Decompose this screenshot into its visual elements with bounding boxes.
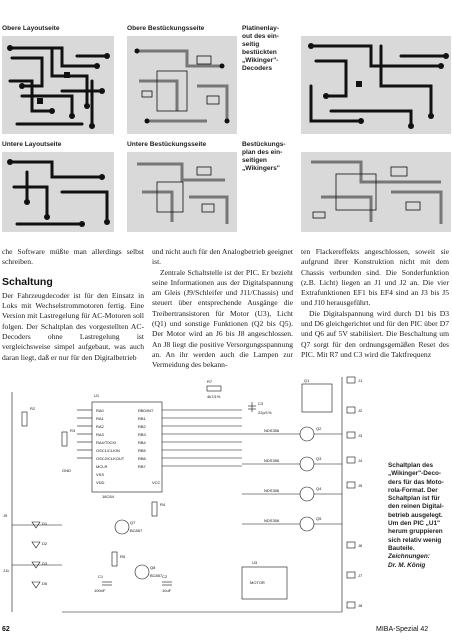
col2-p2: Zentrale Schaltstelle ist der PIC. Er be… bbox=[152, 267, 293, 370]
label-rb1: RB1 bbox=[138, 416, 147, 421]
caption-top-layout: Obere Layoutseite bbox=[2, 25, 60, 32]
label-r4: R4 bbox=[160, 502, 166, 507]
col2-p1: und nicht auch für den Analogbetrieb gee… bbox=[152, 247, 293, 267]
label-r2: R2 bbox=[30, 406, 36, 411]
col1-intro: che Software müßte man allerdings selbst… bbox=[2, 247, 144, 267]
label-vcc: VCC bbox=[152, 480, 161, 485]
label-d6: D6 bbox=[42, 581, 48, 586]
magazine-name: MIBA-Spezial 42 bbox=[376, 626, 429, 633]
label-nds-4: NDS356 bbox=[264, 518, 280, 523]
label-q8-type: BC857 bbox=[150, 573, 163, 578]
col3-p2: Die Digitalspannung wird durch D1 bis D3… bbox=[301, 308, 449, 359]
article-column-3: ten Flackereffekts angeschlossen, soweit… bbox=[301, 247, 449, 360]
page-number: 62 bbox=[2, 626, 10, 633]
label-c1-value: 100nF bbox=[94, 588, 106, 593]
pcb-image-plan bbox=[301, 152, 451, 232]
label-q3: Q3 bbox=[316, 456, 322, 461]
col1-text: Der Fahrzeugdecoder ist für den Einsatz … bbox=[2, 290, 144, 362]
caption-platine: Platinenlay-out des ein-seitig bestückte… bbox=[242, 25, 280, 72]
label-u1: U1 bbox=[94, 393, 100, 398]
label-osc1: OSC1/CLKIN bbox=[96, 448, 120, 453]
label-j11: J11 bbox=[3, 568, 10, 573]
label-rb6: RB6 bbox=[138, 456, 147, 461]
label-rb3: RB3 bbox=[138, 432, 147, 437]
label-q7-type: BC857 bbox=[130, 528, 143, 533]
label-d1: D1 bbox=[42, 521, 48, 526]
label-rb7: RB7 bbox=[138, 464, 147, 469]
pcb-image-top-components bbox=[127, 36, 237, 134]
label-vss: VSS bbox=[96, 472, 104, 477]
article-column-1: che Software müßte man allerdings selbst… bbox=[2, 247, 144, 363]
label-j1: J1 bbox=[358, 378, 363, 383]
label-rb0: RB0/INT bbox=[138, 408, 154, 413]
label-rb4: RB4 bbox=[138, 440, 147, 445]
label-ra1: RA1 bbox=[96, 416, 105, 421]
label-c2: C2 bbox=[162, 574, 168, 579]
article-column-2: und nicht auch für den Analogbetrieb gee… bbox=[152, 247, 293, 371]
label-d2: D2 bbox=[42, 541, 48, 546]
label-mclr: MCLR bbox=[96, 464, 107, 469]
label-ra2: RA2 bbox=[96, 424, 105, 429]
credit-label: Zeichnungen: bbox=[388, 553, 430, 561]
label-c3-value: 22p/1% bbox=[258, 410, 272, 415]
label-r3: R3 bbox=[70, 428, 76, 433]
label-q5: Q5 bbox=[316, 516, 322, 521]
label-gnd: GND bbox=[62, 468, 71, 473]
label-pic: 16C84 bbox=[102, 494, 115, 499]
label-j3: J3 bbox=[358, 433, 363, 438]
label-j7: J7 bbox=[358, 573, 363, 578]
label-u3: U3 bbox=[252, 560, 258, 565]
pic-u1-box bbox=[91, 401, 163, 493]
credit-name: Dr. M. König bbox=[388, 561, 426, 569]
label-ra0: RA0 bbox=[96, 408, 105, 413]
label-q4: Q4 bbox=[316, 486, 322, 491]
label-rb5: RB5 bbox=[138, 448, 147, 453]
label-rb2: RB2 bbox=[138, 424, 147, 429]
label-nds-1: NDS356 bbox=[264, 428, 280, 433]
col3-p1: ten Flackereffekts angeschlossen, soweit… bbox=[301, 247, 449, 308]
label-ra4: RA4/T0CKI bbox=[96, 440, 116, 445]
label-r7-value: 4k7/1% bbox=[207, 394, 221, 399]
caption-top-components: Obere Bestückungsseite bbox=[127, 25, 205, 32]
label-j8: J8 bbox=[358, 603, 363, 608]
label-motor: MOTOR bbox=[250, 580, 265, 585]
caption-bottom-layout: Untere Layoutseite bbox=[2, 141, 62, 148]
label-r7: R7 bbox=[207, 379, 213, 384]
label-j9: J9 bbox=[3, 513, 8, 518]
label-j6: J6 bbox=[358, 543, 363, 548]
label-q7: Q7 bbox=[130, 520, 136, 525]
label-j5: J5 bbox=[358, 483, 363, 488]
label-c1: C1 bbox=[98, 574, 104, 579]
schematic-caption: Schaltplan des„Wikinger"-Deco- ders für … bbox=[388, 462, 450, 570]
label-q8: Q8 bbox=[150, 565, 156, 570]
caption-plan: Bestückungs-plan des ein-seitigen„Wiking… bbox=[242, 141, 286, 172]
label-vdd: VDD bbox=[96, 480, 105, 485]
caption-bottom-components: Untere Bestückungsseite bbox=[127, 141, 207, 148]
label-j4: J4 bbox=[358, 458, 363, 463]
label-ra3: RA3 bbox=[96, 432, 105, 437]
label-nds-3: NDS356 bbox=[264, 488, 280, 493]
label-nds-2: NDS356 bbox=[264, 458, 280, 463]
label-d3: D3 bbox=[42, 561, 48, 566]
pcb-image-platine bbox=[301, 36, 451, 134]
heading-schaltung: Schaltung bbox=[2, 275, 53, 288]
label-j2: J2 bbox=[358, 408, 363, 413]
pcb-image-top-layout bbox=[2, 36, 114, 134]
label-r5: R5 bbox=[120, 554, 126, 559]
label-q2: Q2 bbox=[316, 426, 322, 431]
label-c3: C3 bbox=[258, 401, 264, 406]
schematic-diagram: U1 16C84 RA0 RA1 RA2 RA3 RA4/T0CKI OSC1/… bbox=[2, 372, 385, 622]
label-osc2: OSC2/CLKOUT bbox=[96, 456, 125, 461]
label-q1: Q1 bbox=[304, 378, 310, 383]
pcb-image-bottom-components bbox=[127, 152, 237, 232]
label-c2-value: 10uF bbox=[162, 588, 172, 593]
pcb-image-bottom-layout bbox=[2, 152, 114, 232]
